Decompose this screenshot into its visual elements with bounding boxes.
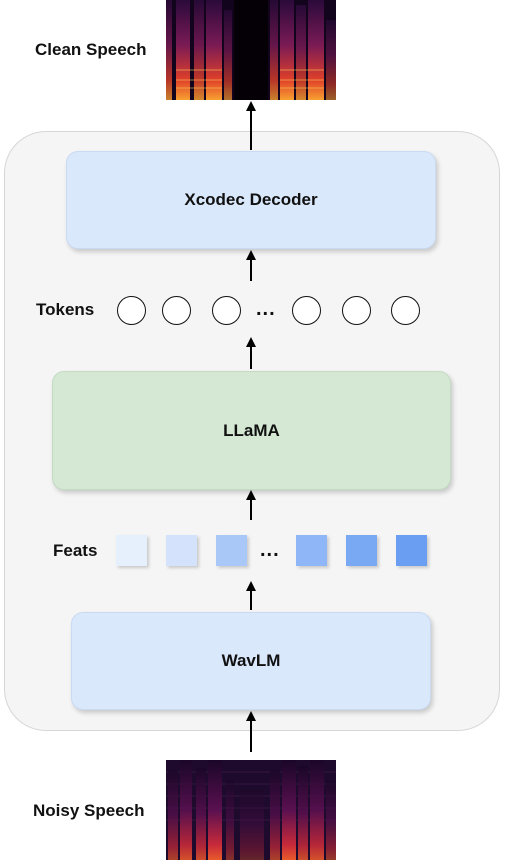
token-4	[292, 296, 321, 325]
clean-speech-label: Clean Speech	[35, 40, 147, 59]
wavlm-block: WavLM	[71, 612, 431, 710]
tokens-ellipsis: ...	[256, 298, 276, 320]
noisy-speech-label: Noisy Speech	[33, 801, 145, 820]
token-5	[342, 296, 371, 325]
feat-3	[216, 535, 247, 566]
feat-6	[396, 535, 427, 566]
xcodec-decoder-block: Xcodec Decoder	[66, 151, 436, 249]
token-3	[212, 296, 241, 325]
token-1	[117, 296, 146, 325]
clean-speech-spectrogram	[166, 0, 336, 100]
tokens-label: Tokens	[36, 300, 95, 319]
llama-block: LLaMA	[52, 371, 451, 490]
feat-5	[346, 535, 377, 566]
noisy-speech-spectrogram	[166, 760, 336, 860]
feats-label: Feats	[53, 541, 98, 560]
feat-2	[166, 535, 197, 566]
feats-ellipsis: ...	[260, 539, 280, 561]
token-6	[391, 296, 420, 325]
feat-1	[116, 535, 147, 566]
token-2	[162, 296, 191, 325]
feat-4	[296, 535, 327, 566]
